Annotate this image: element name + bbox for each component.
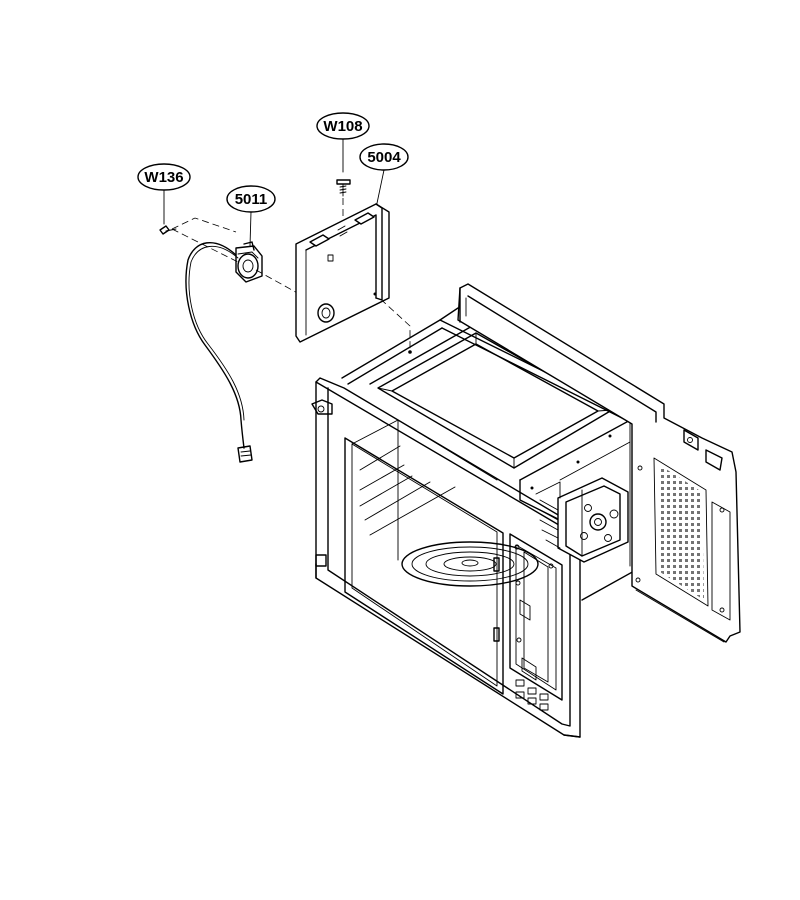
- callout-w108-label: W108: [323, 118, 362, 135]
- cabinet-side-panel[interactable]: [457, 283, 741, 643]
- sensor-5011[interactable]: [185, 241, 263, 463]
- callout-5004-label: 5004: [367, 149, 401, 166]
- callout-5011-label: 5011: [235, 191, 268, 208]
- screw-w136: [159, 225, 177, 235]
- leader-5011: [249, 211, 252, 247]
- callout-w108[interactable]: W108: [316, 112, 370, 140]
- callout-w136-label: W136: [144, 169, 183, 186]
- callout-5004[interactable]: 5004: [359, 143, 409, 171]
- callout-w136[interactable]: W136: [137, 163, 191, 191]
- callout-5011[interactable]: 5011: [226, 185, 276, 213]
- bracket-5004[interactable]: [295, 203, 390, 343]
- leader-5004: [375, 169, 385, 209]
- magnetron[interactable]: [535, 477, 629, 563]
- screw-w108: [336, 179, 351, 197]
